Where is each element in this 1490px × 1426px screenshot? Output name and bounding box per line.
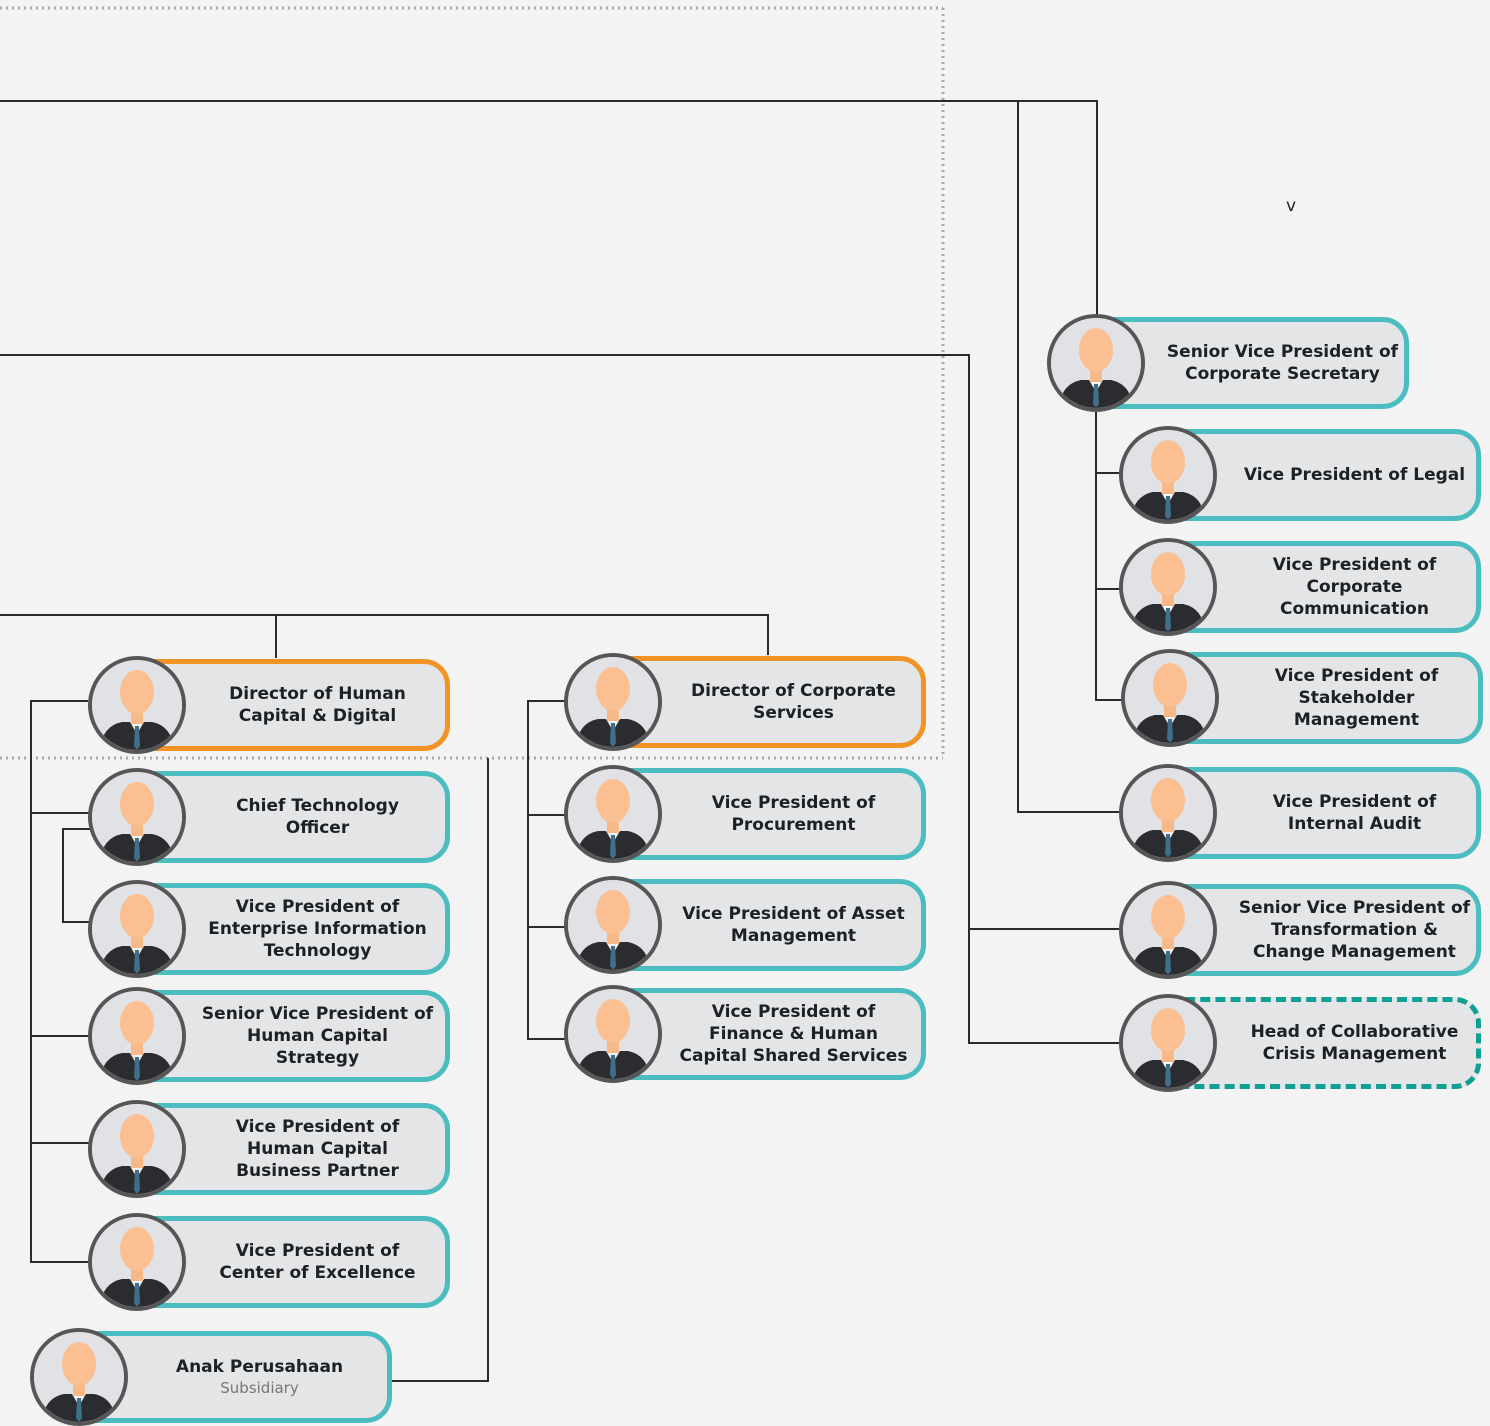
person-avatar-icon (1121, 649, 1219, 747)
node-vp-hc-business-partner[interactable]: Vice President of Human Capital Business… (88, 1100, 450, 1198)
connector-middle-trunk (0, 354, 1120, 1044)
node-label: Vice President of Human Capital Business… (235, 1117, 400, 1181)
node-vp-finance-hc-shared[interactable]: Vice President of Finance & Human Capita… (564, 985, 926, 1083)
node-cto[interactable]: Chief Technology Officer (88, 768, 450, 866)
node-svp-corporate-secretary[interactable]: Senior Vice President of Corporate Secre… (1047, 314, 1409, 412)
node-head-crisis-management[interactable]: Head of Collaborative Crisis Management (1119, 994, 1481, 1092)
node-label: Vice President of Asset Management (682, 904, 905, 946)
node-label: Vice President of Enterprise Information… (208, 897, 427, 961)
person-avatar-icon (88, 1213, 186, 1311)
node-vp-corporate-communication[interactable]: Vice President of Corporate Communicatio… (1119, 538, 1481, 636)
node-label: Vice President of Stakeholder Management (1274, 666, 1439, 730)
person-avatar-icon (1119, 994, 1217, 1092)
node-label: Vice President of Finance & Human Capita… (679, 1002, 908, 1066)
node-svp-transformation[interactable]: Senior Vice President of Transformation … (1119, 881, 1481, 979)
node-vp-procurement[interactable]: Vice President of Procurement (564, 765, 926, 863)
person-avatar-icon (1119, 426, 1217, 524)
node-label: Head of Collaborative Crisis Management (1250, 1022, 1459, 1064)
person-avatar-icon (88, 768, 186, 866)
person-avatar-icon (1119, 538, 1217, 636)
connector-director-bar (0, 614, 769, 655)
node-label: Vice President of Legal (1243, 465, 1466, 485)
node-label: Vice President of Center of Excellence (219, 1241, 416, 1283)
connector-secretary-spine (1095, 405, 1122, 701)
node-label: Director of Human Capital & Digital (229, 684, 406, 726)
node-vp-legal[interactable]: Vice President of Legal (1119, 426, 1481, 524)
node-svp-hc-strategy[interactable]: Senior Vice President of Human Capital S… (88, 987, 450, 1085)
connector-cs-spine (527, 700, 565, 1040)
node-label: Senior Vice President of Human Capital S… (201, 1004, 434, 1068)
person-avatar-icon (88, 880, 186, 978)
node-vp-internal-audit[interactable]: Vice President of Internal Audit (1119, 764, 1481, 862)
node-sublabel: Subsidiary (220, 1379, 299, 1397)
node-label: Chief Technology Officer (236, 796, 399, 838)
node-label: Vice President of Procurement (711, 793, 876, 835)
node-label: Senior Vice President of Corporate Secre… (1166, 342, 1399, 384)
person-avatar-icon (88, 656, 186, 754)
connector-internal-audit (1017, 101, 1120, 813)
node-label: Vice President of Internal Audit (1272, 792, 1437, 834)
connector-hc-spine (30, 700, 90, 1263)
node-vp-asset-management[interactable]: Vice President of Asset Management (564, 876, 926, 974)
connector-top-trunk (0, 100, 1098, 318)
person-avatar-icon (1047, 314, 1145, 412)
node-director-corporate-services[interactable]: Director of Corporate Services (564, 653, 926, 751)
person-avatar-icon (1119, 881, 1217, 979)
person-avatar-icon (564, 653, 662, 751)
person-avatar-icon (88, 987, 186, 1085)
connector-subsidiary (392, 758, 489, 1382)
person-avatar-icon (564, 876, 662, 974)
node-vp-center-excellence[interactable]: Vice President of Center of Excellence (88, 1213, 450, 1311)
person-avatar-icon (88, 1100, 186, 1198)
stray-text-v: v (1286, 196, 1297, 216)
node-director-human-capital[interactable]: Director of Human Capital & Digital (88, 656, 450, 754)
node-label: Senior Vice President of Transformation … (1238, 898, 1471, 962)
person-avatar-icon (564, 985, 662, 1083)
node-subsidiary[interactable]: Anak Perusahaan Subsidiary (30, 1328, 392, 1426)
connectors (0, 100, 1122, 1382)
person-avatar-icon (30, 1328, 128, 1426)
person-avatar-icon (1119, 764, 1217, 862)
node-label: Director of Corporate Services (691, 681, 896, 723)
node-vp-stakeholder-management[interactable]: Vice President of Stakeholder Management (1121, 649, 1483, 747)
node-label: Vice President of Corporate Communicatio… (1272, 555, 1437, 619)
connector-cto-eit (62, 828, 90, 923)
person-avatar-icon (564, 765, 662, 863)
node-vp-enterprise-it[interactable]: Vice President of Enterprise Information… (88, 880, 450, 978)
node-label: Anak Perusahaan (175, 1357, 344, 1377)
dotted-frame (0, 6, 945, 760)
